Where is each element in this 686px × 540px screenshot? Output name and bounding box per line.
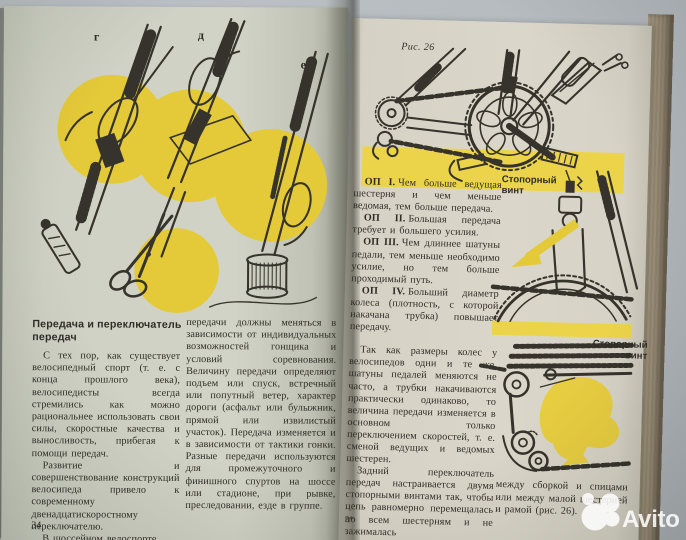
adjustment-arrow-icon — [562, 448, 589, 466]
highlight-blob-icon — [539, 377, 620, 460]
highlight-circle-icon — [214, 129, 328, 242]
paragraph: передачи должны меняться в зависимости о… — [185, 316, 337, 512]
op-rule-4: ОП IV.Больший диаметр колеса (плотность,… — [349, 285, 499, 334]
paragraph: В шоссейном велоспорте — [42, 533, 157, 540]
thread-spool-icon — [208, 253, 318, 308]
left-page-column-2: передачи должны меняться в зависимости о… — [185, 317, 336, 513]
paragraph: Так как размеры колес у велосипедов одни… — [346, 344, 498, 466]
paragraph: Задний переключатель передач настраивает… — [344, 465, 495, 538]
op-rule-lead: ОП II. — [363, 212, 406, 225]
printers-mark: 3* — [344, 513, 355, 525]
right-page-column-1: ОП I.Чем больше ведущая шестерня и чем м… — [344, 176, 501, 540]
highlight-circle-icon — [134, 228, 219, 313]
paragraph: С тех пор, как существует велосипедный с… — [31, 350, 181, 460]
pedal-icon — [540, 146, 579, 169]
tubular-repair-illustration — [40, 18, 329, 313]
watermark-text: Avito — [622, 506, 680, 533]
left-page-column-1: С тех пор, как существует велосипедный с… — [31, 350, 180, 540]
op-rule-lead: ОП III. — [362, 236, 399, 249]
toeclip-pedal-icon — [448, 153, 487, 182]
page-number-left: 34 — [31, 520, 42, 532]
stop-screw-label-1: Стопорный винт — [501, 173, 557, 197]
op-rule-3: ОП III.Чем длиннее шатуны педали, тем ме… — [351, 236, 501, 286]
scissors-icon — [109, 212, 174, 298]
stop-screw-label-2: Стопорный винт — [592, 338, 648, 362]
bottle-cage-icon — [550, 53, 629, 105]
paragraph: Развитие и совершенствование конструкций… — [31, 460, 180, 533]
avito-logo-icon — [581, 493, 620, 531]
drivetrain-illustration — [361, 47, 629, 194]
left-page: г д е — [1, 6, 348, 540]
section-heading: Передача и переключатель передач — [32, 318, 182, 344]
right-page: Рис. 26 — [337, 18, 652, 540]
op-rule-lead: ОП I. — [364, 176, 396, 189]
avito-watermark: Avito — [581, 493, 680, 533]
front-derailleur-illustration — [490, 169, 639, 339]
op-rule-lead: ОП IV. — [361, 285, 406, 298]
op-rule-1: ОП I.Чем больше ведущая шестерня и чем м… — [352, 176, 502, 215]
glue-tube-icon — [40, 218, 81, 274]
highlight-band-icon — [491, 320, 633, 339]
adjustment-arrow-icon — [511, 245, 542, 268]
rear-derailleur-illustration — [478, 342, 635, 472]
